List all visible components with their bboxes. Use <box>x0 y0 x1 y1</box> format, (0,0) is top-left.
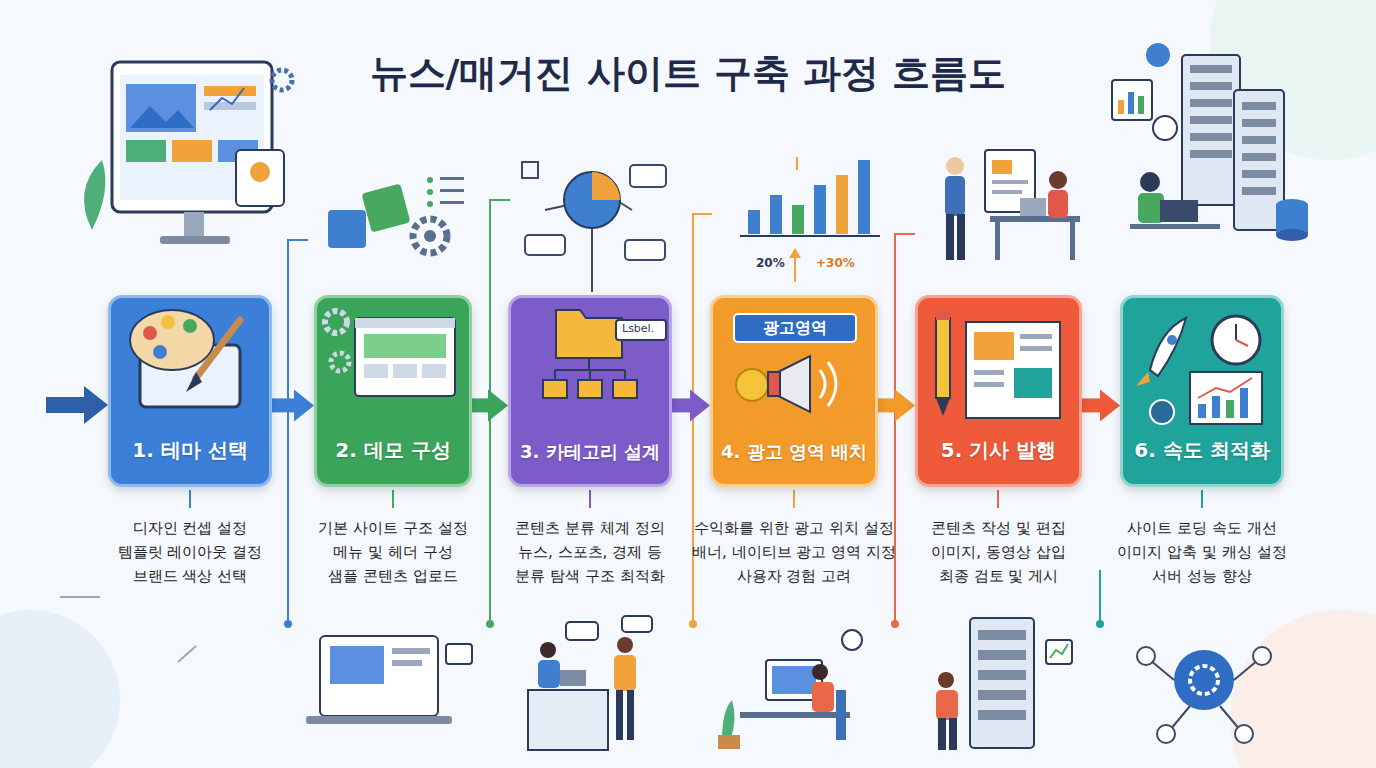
step-label: 6. 속도 최적화 <box>1123 437 1281 464</box>
step-label: 5. 기사 발행 <box>918 437 1079 464</box>
folder-tag: Lsbel. <box>622 322 654 335</box>
diagram-title: 뉴스/매거진 사이트 구축 과정 흐름도 <box>0 48 1376 99</box>
chart-value: 20% <box>756 256 785 270</box>
ad-banner-label: 광고영역 <box>763 318 827 339</box>
process-box: 2. 데모 구성기본 사이트 구조 설정 메뉴 및 헤더 구성 샘플 콘텐츠 업… <box>314 295 472 487</box>
step-label: 3. 카테고리 설계 <box>511 440 669 464</box>
process-box: 6. 속도 최적화사이트 로딩 속도 개선 이미지 압축 및 캐싱 설정 서버 … <box>1120 295 1284 487</box>
step-description: 기본 사이트 구조 설정 메뉴 및 헤더 구성 샘플 콘텐츠 업로드 <box>317 516 469 588</box>
chart-value: +30% <box>816 256 855 270</box>
step-description: 콘텐츠 작성 및 편집 이미지, 동영상 삽입 최종 검토 및 게시 <box>924 516 1074 588</box>
flow-arrow <box>272 389 314 421</box>
step-description: 수익화를 위한 광고 위치 설정 배너, 네이티브 광고 영역 지정 사용자 경… <box>683 516 905 588</box>
flow-arrow <box>878 389 915 421</box>
step-description: 디자인 컨셉 설정 템플릿 레이아웃 결정 브랜드 색상 선택 <box>113 516 268 588</box>
process-box: 1. 테마 선택디자인 컨셉 설정 템플릿 레이아웃 결정 브랜드 색상 선택 <box>108 295 272 487</box>
step-description: 사이트 로딩 속도 개선 이미지 압축 및 캐싱 설정 서버 성능 향상 <box>1109 516 1295 588</box>
flow-arrow <box>472 389 508 421</box>
flow-arrow <box>672 389 710 421</box>
step-description: 콘텐츠 분류 체계 정의 뉴스, 스포츠, 경제 등 분류 탐색 구조 최적화 <box>504 516 676 588</box>
process-box: 5. 기사 발행콘텐츠 작성 및 편집 이미지, 동영상 삽입 최종 검토 및 … <box>915 295 1082 487</box>
step-label: 1. 테마 선택 <box>111 437 269 464</box>
step-label: 2. 데모 구성 <box>317 437 469 464</box>
flow-arrow <box>1082 389 1120 421</box>
step-label: 4. 광고 영역 배치 <box>713 440 875 464</box>
